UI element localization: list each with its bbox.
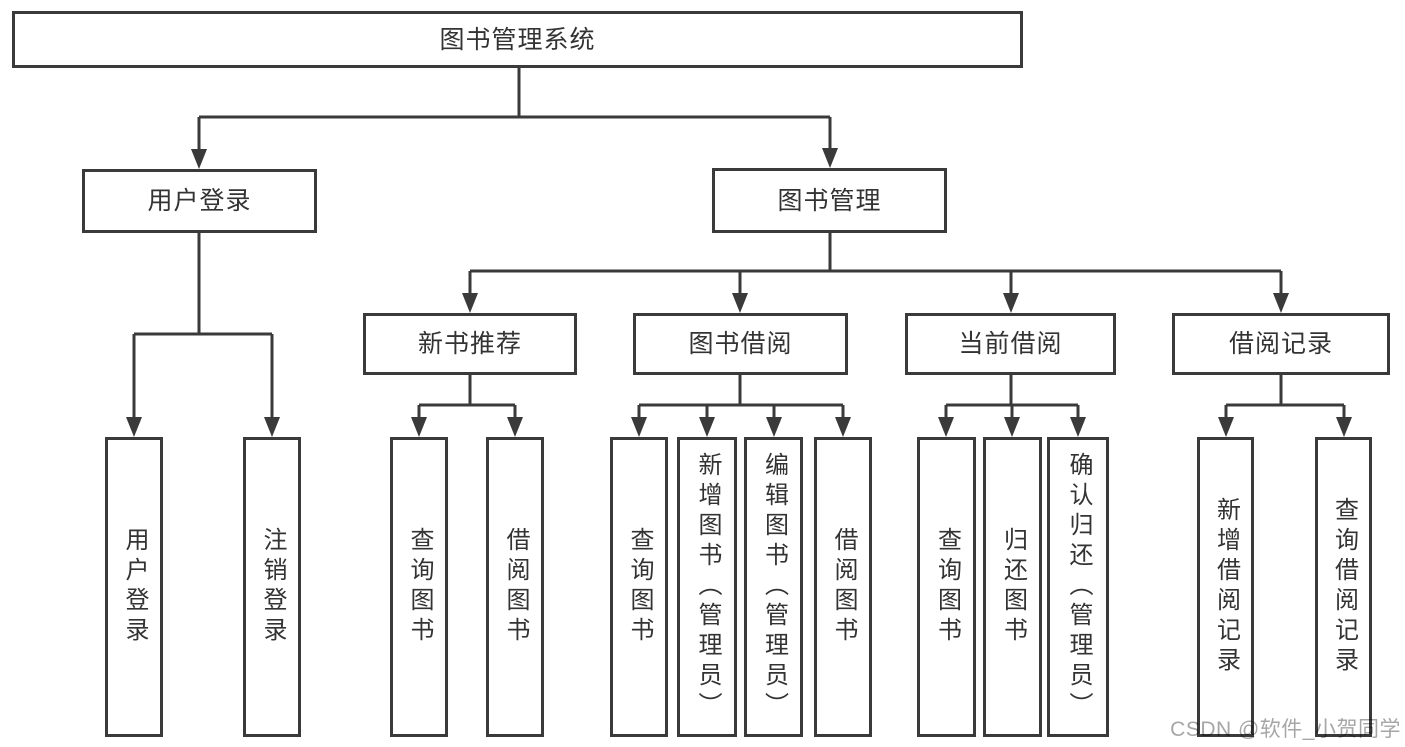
leaf-borrowing-add-books: 新增图书（管理员） bbox=[677, 437, 737, 737]
node-current-borrowing-label: 当前借阅 bbox=[958, 330, 1063, 358]
node-book-borrowing-label: 图书借阅 bbox=[688, 330, 793, 358]
leaf-current-query-books: 查询图书 bbox=[917, 437, 976, 737]
leaf-recommend-query-books-label: 查询图书 bbox=[406, 527, 433, 647]
node-user-login-label: 用户登录 bbox=[147, 187, 252, 215]
leaf-current-return-books-label: 归还图书 bbox=[999, 527, 1027, 647]
leaf-borrowing-query-books-label: 查询图书 bbox=[626, 527, 653, 647]
node-borrowing-records: 借阅记录 bbox=[1172, 313, 1390, 375]
leaf-user-login: 用户登录 bbox=[105, 437, 163, 737]
node-borrowing-records-label: 借阅记录 bbox=[1228, 330, 1333, 358]
leaf-records-add-record-label: 新增借阅记录 bbox=[1212, 497, 1240, 677]
node-book-management: 图书管理 bbox=[712, 168, 947, 233]
leaf-borrowing-edit-books-label: 编辑图书（管理员） bbox=[760, 452, 788, 722]
leaf-recommend-borrow-books-label: 借阅图书 bbox=[502, 527, 529, 647]
leaf-borrowing-borrow-books: 借阅图书 bbox=[814, 437, 872, 737]
node-current-borrowing: 当前借阅 bbox=[905, 313, 1116, 375]
leaf-current-confirm-return: 确认归还（管理员） bbox=[1047, 437, 1109, 737]
leaf-recommend-borrow-books: 借阅图书 bbox=[486, 437, 544, 737]
leaf-current-query-books-label: 查询图书 bbox=[933, 527, 961, 647]
leaf-logout: 注销登录 bbox=[243, 437, 301, 737]
leaf-recommend-query-books: 查询图书 bbox=[390, 437, 448, 737]
leaf-borrowing-edit-books: 编辑图书（管理员） bbox=[744, 437, 803, 737]
node-root: 图书管理系统 bbox=[12, 11, 1023, 68]
leaf-current-confirm-return-label: 确认归还（管理员） bbox=[1065, 452, 1092, 722]
watermark: CSDN @软件_小贺同学 bbox=[1170, 718, 1401, 741]
leaf-borrowing-borrow-books-label: 借阅图书 bbox=[830, 527, 857, 647]
node-new-book-recommend-label: 新书推荐 bbox=[417, 330, 522, 358]
node-user-login: 用户登录 bbox=[82, 169, 317, 233]
leaf-borrowing-query-books: 查询图书 bbox=[610, 437, 668, 737]
leaf-current-return-books: 归还图书 bbox=[983, 437, 1042, 737]
leaf-records-query-record-label: 查询借阅记录 bbox=[1330, 497, 1358, 677]
leaf-logout-label: 注销登录 bbox=[259, 527, 286, 647]
node-root-label: 图书管理系统 bbox=[439, 25, 596, 54]
node-book-borrowing: 图书借阅 bbox=[633, 313, 848, 375]
leaf-user-login-label: 用户登录 bbox=[121, 527, 148, 647]
node-new-book-recommend: 新书推荐 bbox=[363, 313, 577, 375]
leaf-records-query-record: 查询借阅记录 bbox=[1315, 437, 1372, 737]
leaf-borrowing-add-books-label: 新增图书（管理员） bbox=[694, 452, 721, 722]
node-book-management-label: 图书管理 bbox=[777, 186, 882, 215]
leaf-records-add-record: 新增借阅记录 bbox=[1197, 437, 1254, 737]
